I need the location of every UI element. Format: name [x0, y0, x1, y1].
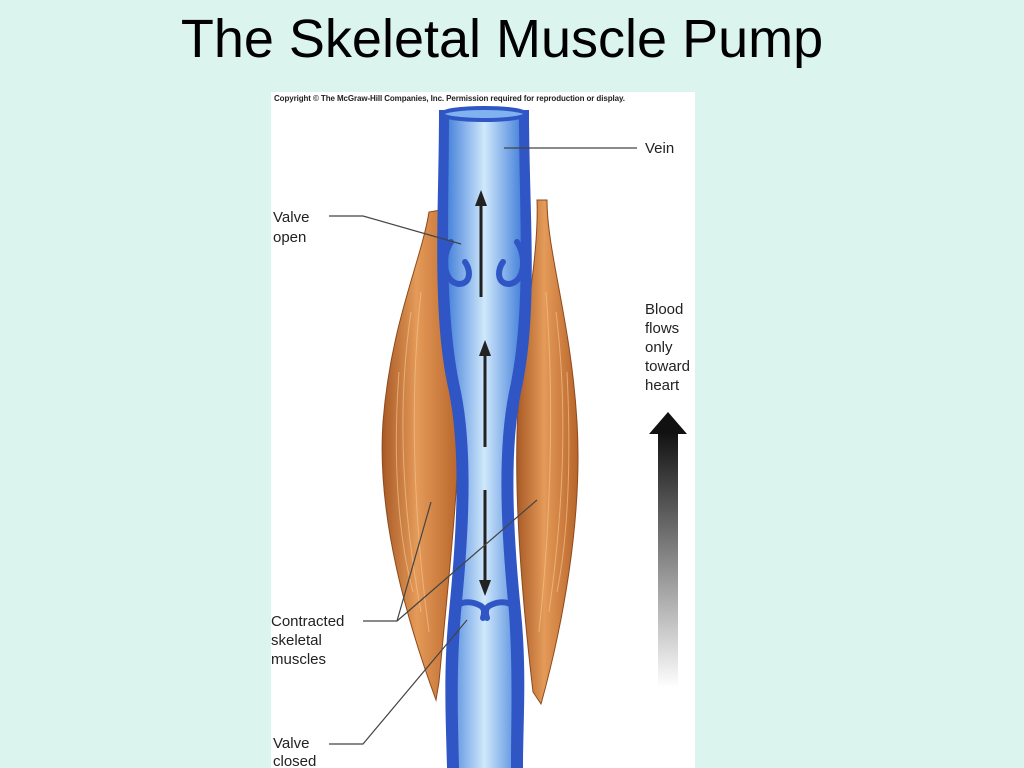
- vein-opening: [440, 106, 528, 122]
- muscles-leader-line-right: [396, 499, 538, 622]
- muscles-label-line1: Contracted: [271, 613, 345, 630]
- leader-lines: [329, 147, 637, 745]
- muscles-label-line3: muscles: [271, 651, 327, 668]
- flow-arrow-up-middle: [479, 340, 491, 447]
- valve-open-right-cusp: [496, 239, 527, 288]
- valve-closed-label-line1: Valve: [273, 735, 310, 752]
- valve-open-leader-line: [329, 215, 462, 245]
- slide-title: The Skeletal Muscle Pump: [180, 9, 824, 69]
- muscle-striations: [395, 291, 570, 633]
- diagram-canvas: [329, 106, 687, 768]
- muscles-label-line2: skeletal: [271, 632, 322, 649]
- valve-open-left-cusp: [441, 239, 472, 288]
- blood-flow-label-line4: toward: [645, 358, 691, 375]
- blood-flow-label-line2: flows: [645, 320, 680, 337]
- valve-closed-label-line2: closed: [273, 753, 317, 768]
- valve-open-label-line1: Valve: [273, 209, 310, 226]
- blood-flow-label-line1: Blood: [645, 301, 684, 318]
- blood-flow-label-line3: only: [645, 339, 673, 356]
- skeletal-muscle-pump-figure: Copyright © The McGraw-Hill Companies, I…: [271, 92, 695, 768]
- copyright-notice: Copyright © The McGraw-Hill Companies, I…: [274, 94, 625, 103]
- flow-arrow-up-top: [475, 190, 487, 297]
- valve-closed-leader-line: [329, 619, 468, 745]
- toward-heart-arrow: [649, 412, 687, 688]
- flow-arrow-down: [479, 490, 491, 596]
- valve-open-label-line2: open: [273, 229, 307, 246]
- blood-flow-label-line5: heart: [645, 377, 680, 394]
- vein-label: Vein: [645, 140, 675, 157]
- valve-closed-right-cusp: [482, 599, 517, 621]
